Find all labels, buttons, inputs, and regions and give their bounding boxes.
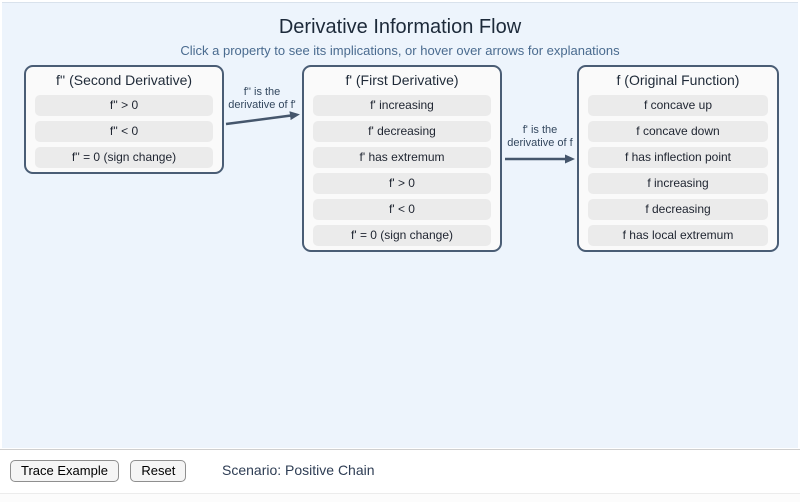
property-f-concave-down[interactable]: f concave down — [588, 121, 768, 142]
box-first-derivative: f' (First Derivative) f' increasing f' d… — [302, 65, 502, 252]
box-second-derivative: f'' (Second Derivative) f'' > 0 f'' < 0 … — [24, 65, 224, 174]
arrow-label-line: derivative of f — [507, 137, 573, 149]
property-f1-negative[interactable]: f' < 0 — [313, 199, 491, 220]
property-f-decreasing[interactable]: f decreasing — [588, 199, 768, 220]
arrow-label-line: derivative of f' — [228, 99, 296, 111]
arrow-label-first-to-original[interactable]: f' is the derivative of f — [485, 124, 595, 150]
scenario-label: Scenario: Positive Chain — [222, 462, 375, 478]
arrow-label-line: f' is the — [522, 124, 558, 136]
box-first-derivative-header: f' (First Derivative) — [345, 72, 459, 88]
page-title: Derivative Information Flow — [278, 16, 522, 38]
property-f-local-extremum[interactable]: f has local extremum — [588, 225, 768, 246]
arrow-label-second-to-first[interactable]: f'' is the derivative of f' — [207, 86, 317, 112]
box-original-function-header: f (Original Function) — [616, 72, 740, 88]
property-f1-positive[interactable]: f' > 0 — [313, 173, 491, 194]
arrow-second-to-first[interactable] — [225, 111, 300, 126]
page-subtitle: Click a property to see its implications… — [180, 43, 620, 58]
box-original-function: f (Original Function) f concave up f con… — [577, 65, 779, 252]
box-second-derivative-header: f'' (Second Derivative) — [55, 72, 193, 88]
property-f1-decreasing[interactable]: f' decreasing — [313, 121, 491, 142]
property-f2-zero-sign-change[interactable]: f'' = 0 (sign change) — [35, 147, 213, 168]
footer-bottom-strip — [0, 493, 800, 502]
arrows-layer — [225, 111, 575, 164]
property-f-inflection-point[interactable]: f has inflection point — [588, 147, 768, 168]
property-f2-positive[interactable]: f'' > 0 — [35, 95, 213, 116]
property-f1-zero-sign-change[interactable]: f' = 0 (sign change) — [313, 225, 491, 246]
property-f2-negative[interactable]: f'' < 0 — [35, 121, 213, 142]
reset-button[interactable]: Reset — [130, 460, 187, 482]
property-f-concave-up[interactable]: f concave up — [588, 95, 768, 116]
property-f1-increasing[interactable]: f' increasing — [313, 95, 491, 116]
property-f1-has-extremum[interactable]: f' has extremum — [313, 147, 491, 168]
diagram-canvas: Derivative Information Flow Click a prop… — [2, 2, 798, 448]
footer-buttons: Trace Example Reset — [10, 460, 193, 482]
arrow-label-line: f'' is the — [243, 86, 281, 98]
property-f-increasing[interactable]: f increasing — [588, 173, 768, 194]
trace-example-button[interactable]: Trace Example — [10, 460, 119, 482]
